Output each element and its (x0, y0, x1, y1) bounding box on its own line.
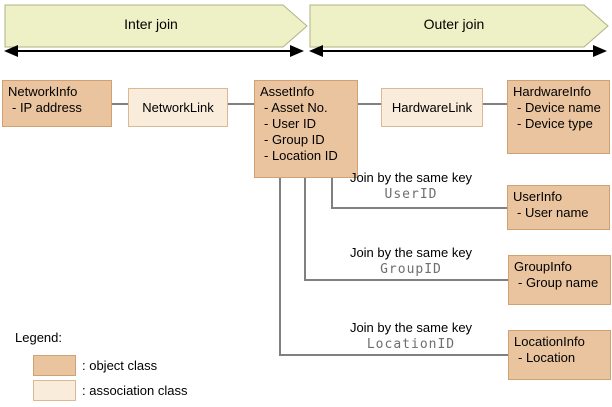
association-class-label: : association class (82, 383, 188, 398)
legend-row-association-class: : association class (33, 380, 188, 401)
networkinfo-object-box: NetworkInfo - IP address (2, 80, 112, 127)
object-class-swatch (33, 355, 76, 376)
locationinfo-attr-location: - Location (518, 350, 576, 365)
groupinfo-object-box: GroupInfo - Group name (508, 255, 611, 305)
inter-join-range-arrow (4, 45, 304, 57)
hardwareinfo-title: HardwareInfo (513, 84, 592, 99)
legend-title: Legend: (15, 330, 62, 345)
legend-row-object-class: : object class (33, 355, 188, 376)
groupinfo-attr-group-name: - Group name (518, 275, 599, 290)
assetinfo-attr-asset-no: - Asset No. (264, 100, 328, 115)
inter-join-banner-label: Inter join (124, 16, 178, 32)
networkinfo-title: NetworkInfo (8, 84, 78, 99)
locationinfo-object-box: LocationInfo - Location (508, 330, 611, 380)
userinfo-object-box: UserInfo - User name (507, 185, 610, 230)
networklink-association-box: NetworkLink (128, 88, 228, 127)
assetinfo-attr-user-id: - User ID (264, 116, 316, 131)
join-key-locationid: LocationID (366, 337, 456, 352)
join-key-groupid: GroupID (380, 262, 442, 277)
legend: Legend: : object class : association cla… (15, 330, 188, 405)
connector-assetinfo-userinfo (331, 178, 507, 209)
association-connectors (112, 103, 508, 356)
association-class-swatch (33, 380, 76, 401)
join-caption-groupid: Join by the same key (349, 245, 473, 260)
hardwarelink-title: HardwareLink (391, 99, 473, 115)
assetinfo-attr-group-id: - Group ID (264, 132, 325, 147)
outer-join-banner-shape (309, 4, 609, 48)
networkinfo-attr-ip-address: - IP address (12, 100, 82, 115)
hardwarelink-association-box: HardwareLink (381, 88, 483, 127)
hardwareinfo-attr-device-name: - Device name (517, 100, 601, 115)
assetinfo-attr-location-id: - Location ID (264, 148, 338, 163)
join-annotation-userid: Join by the same key UserID (330, 169, 492, 203)
userinfo-title: UserInfo (513, 189, 563, 204)
locationinfo-title: LocationInfo (514, 334, 585, 349)
outer-join-banner-label: Outer join (423, 16, 485, 32)
join-caption-locationid: Join by the same key (349, 320, 473, 335)
join-annotation-groupid: Join by the same key GroupID (330, 244, 492, 278)
join-annotation-locationid: Join by the same key LocationID (330, 319, 492, 353)
groupinfo-title: GroupInfo (514, 259, 572, 274)
networklink-title: NetworkLink (142, 99, 214, 115)
userinfo-attr-user-name: - User name (517, 205, 589, 220)
connector-assetinfo-groupinfo (304, 178, 508, 281)
inter-join-banner-shape (4, 4, 308, 48)
connector-assetinfo-locationinfo (279, 178, 508, 356)
assetinfo-title: AssetInfo (260, 84, 315, 99)
object-class-label: : object class (82, 358, 158, 373)
outer-join-range-arrow (309, 45, 607, 57)
join-caption-userid: Join by the same key (349, 170, 473, 185)
join-key-userid: UserID (384, 187, 438, 202)
hardwareinfo-object-box: HardwareInfo - Device name - Device type (507, 80, 610, 154)
hardwareinfo-attr-device-type: - Device type (517, 116, 593, 131)
assetinfo-object-box: AssetInfo - Asset No. - User ID - Group … (254, 80, 358, 178)
